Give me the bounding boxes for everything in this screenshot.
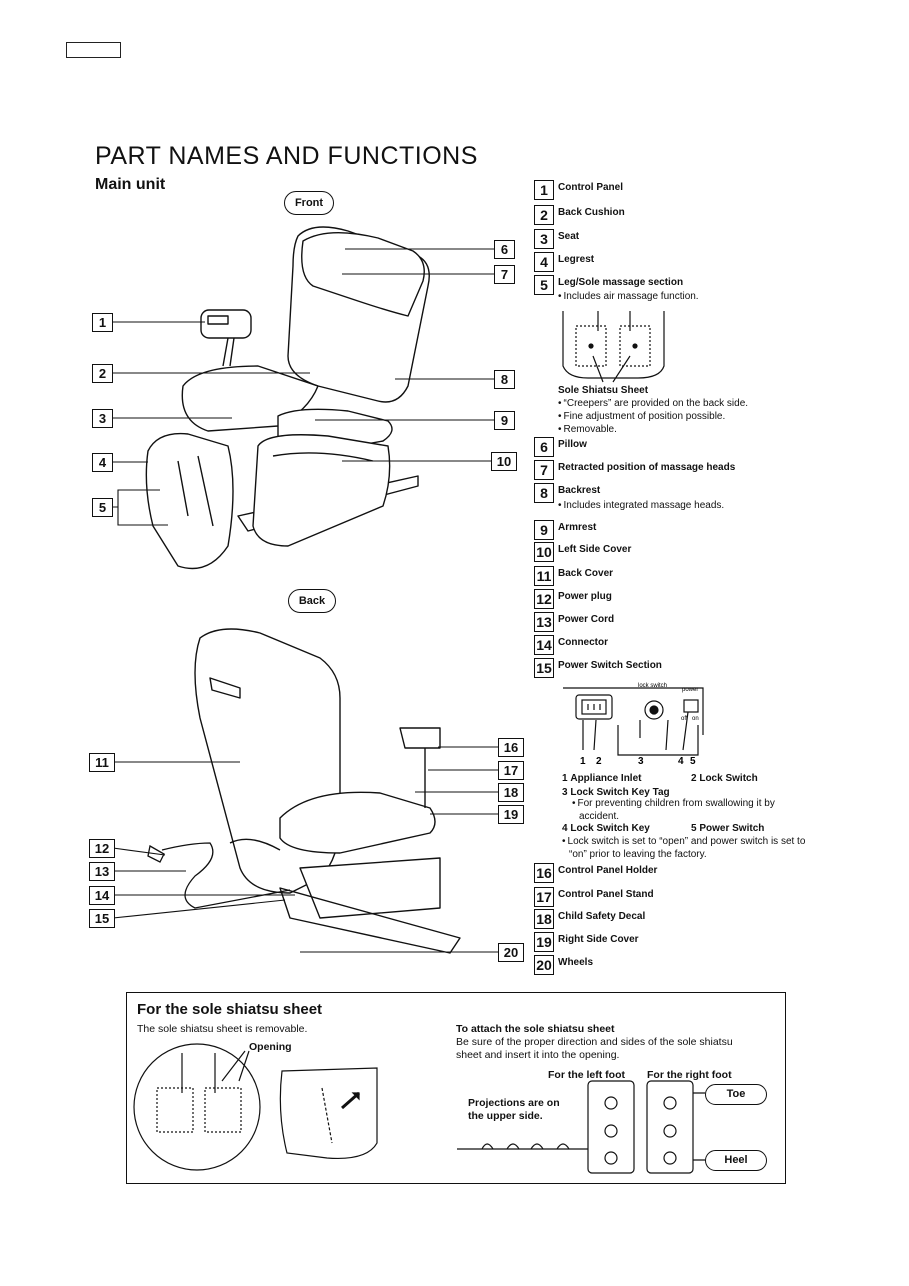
sole-box-opening: Opening — [249, 1041, 292, 1053]
switch-num-1: 1 — [580, 756, 586, 766]
sole-box-removable: The sole shiatsu sheet is removable. — [137, 1023, 308, 1035]
sole-sheet-box: For the sole shiatsu sheet The sole shia… — [126, 992, 786, 1184]
sole-sheet-illustration — [562, 311, 665, 383]
sole-box-illustrations — [133, 1043, 705, 1174]
sole-sheet-title: Sole Shiatsu Sheet — [558, 385, 649, 396]
switch-num-4: 4 — [678, 756, 684, 766]
switch-note-b: “on” prior to leaving the factory. — [569, 849, 707, 860]
callout-13: 13 — [89, 862, 115, 881]
callout-6: 6 — [494, 240, 515, 259]
switch-num-5: 5 — [690, 756, 696, 766]
sole-box-attach-a: Be sure of the proper direction and side… — [456, 1036, 733, 1048]
switch-num-3: 3 — [638, 756, 644, 766]
section-subtitle: Main unit — [95, 176, 166, 193]
callout-2: 2 — [92, 364, 113, 383]
callout-12: 12 — [89, 839, 115, 858]
switch-on-label: on — [692, 716, 699, 722]
sole-box-attach-b: sheet and insert it into the opening. — [456, 1049, 620, 1061]
callout-8: 8 — [494, 370, 515, 389]
callout-17: 17 — [498, 761, 524, 780]
power-switch-illustration: lock switch power off on 1 2 3 4 5 — [563, 683, 704, 766]
switch-item-3: 3 Lock Switch Key Tag — [562, 787, 670, 798]
back-label: Back — [288, 589, 336, 613]
sole-box-attach-title: To attach the sole shiatsu sheet — [456, 1023, 615, 1035]
switch-note-3b: accident. — [579, 811, 620, 822]
switch-power-label: power — [682, 687, 698, 693]
switch-note-3a: For preventing children from swallowing … — [572, 798, 775, 809]
callout-18: 18 — [498, 783, 524, 802]
callout-4: 4 — [92, 453, 113, 472]
chair-back-illustration — [147, 628, 461, 954]
switch-item-5: 5 Power Switch — [691, 823, 765, 834]
note-sole-2: Fine adjustment of position possible. — [558, 411, 726, 422]
note-sole-1: “Creepers” are provided on the back side… — [558, 398, 749, 409]
sole-box-proj-a: Projections are on — [468, 1097, 560, 1109]
note-sole-3: Removable. — [558, 424, 617, 435]
callout-15: 15 — [89, 909, 115, 928]
page-corner-tab — [66, 42, 121, 58]
callout-3: 3 — [92, 409, 113, 428]
front-label: Front — [284, 191, 334, 215]
callout-7: 7 — [494, 265, 515, 284]
page-title: PART NAMES AND FUNCTIONS — [95, 142, 478, 170]
switch-item-2: 2 Lock Switch — [691, 773, 758, 784]
switch-off-label: off — [681, 716, 688, 722]
chair-front-illustration — [145, 226, 430, 570]
callout-1: 1 — [92, 313, 113, 332]
note-leg-sole: Includes air massage function. — [558, 291, 699, 302]
switch-num-2: 2 — [596, 756, 602, 766]
toe-label: Toe — [705, 1084, 767, 1105]
heel-label: Heel — [705, 1150, 767, 1171]
switch-lock-label: lock switch — [638, 683, 667, 689]
switch-item-4: 4 Lock Switch Key — [562, 823, 650, 834]
note-backrest: Includes integrated massage heads. — [558, 500, 725, 511]
callout-16: 16 — [498, 738, 524, 757]
callout-5: 5 — [92, 498, 113, 517]
sole-box-left-foot: For the left foot — [548, 1069, 625, 1081]
sole-box-proj-b: the upper side. — [468, 1110, 543, 1122]
switch-note-a: Lock switch is set to “open” and power s… — [562, 836, 806, 847]
callout-19: 19 — [498, 805, 524, 824]
callout-14: 14 — [89, 886, 115, 905]
sole-box-heading: For the sole shiatsu sheet — [137, 1001, 323, 1018]
callout-10: 10 — [491, 452, 517, 471]
sole-box-right-foot: For the right foot — [647, 1069, 732, 1081]
callout-11: 11 — [89, 753, 115, 772]
callout-20: 20 — [498, 943, 524, 962]
switch-item-1: 1 Appliance Inlet — [562, 773, 642, 784]
callout-9: 9 — [494, 411, 515, 430]
